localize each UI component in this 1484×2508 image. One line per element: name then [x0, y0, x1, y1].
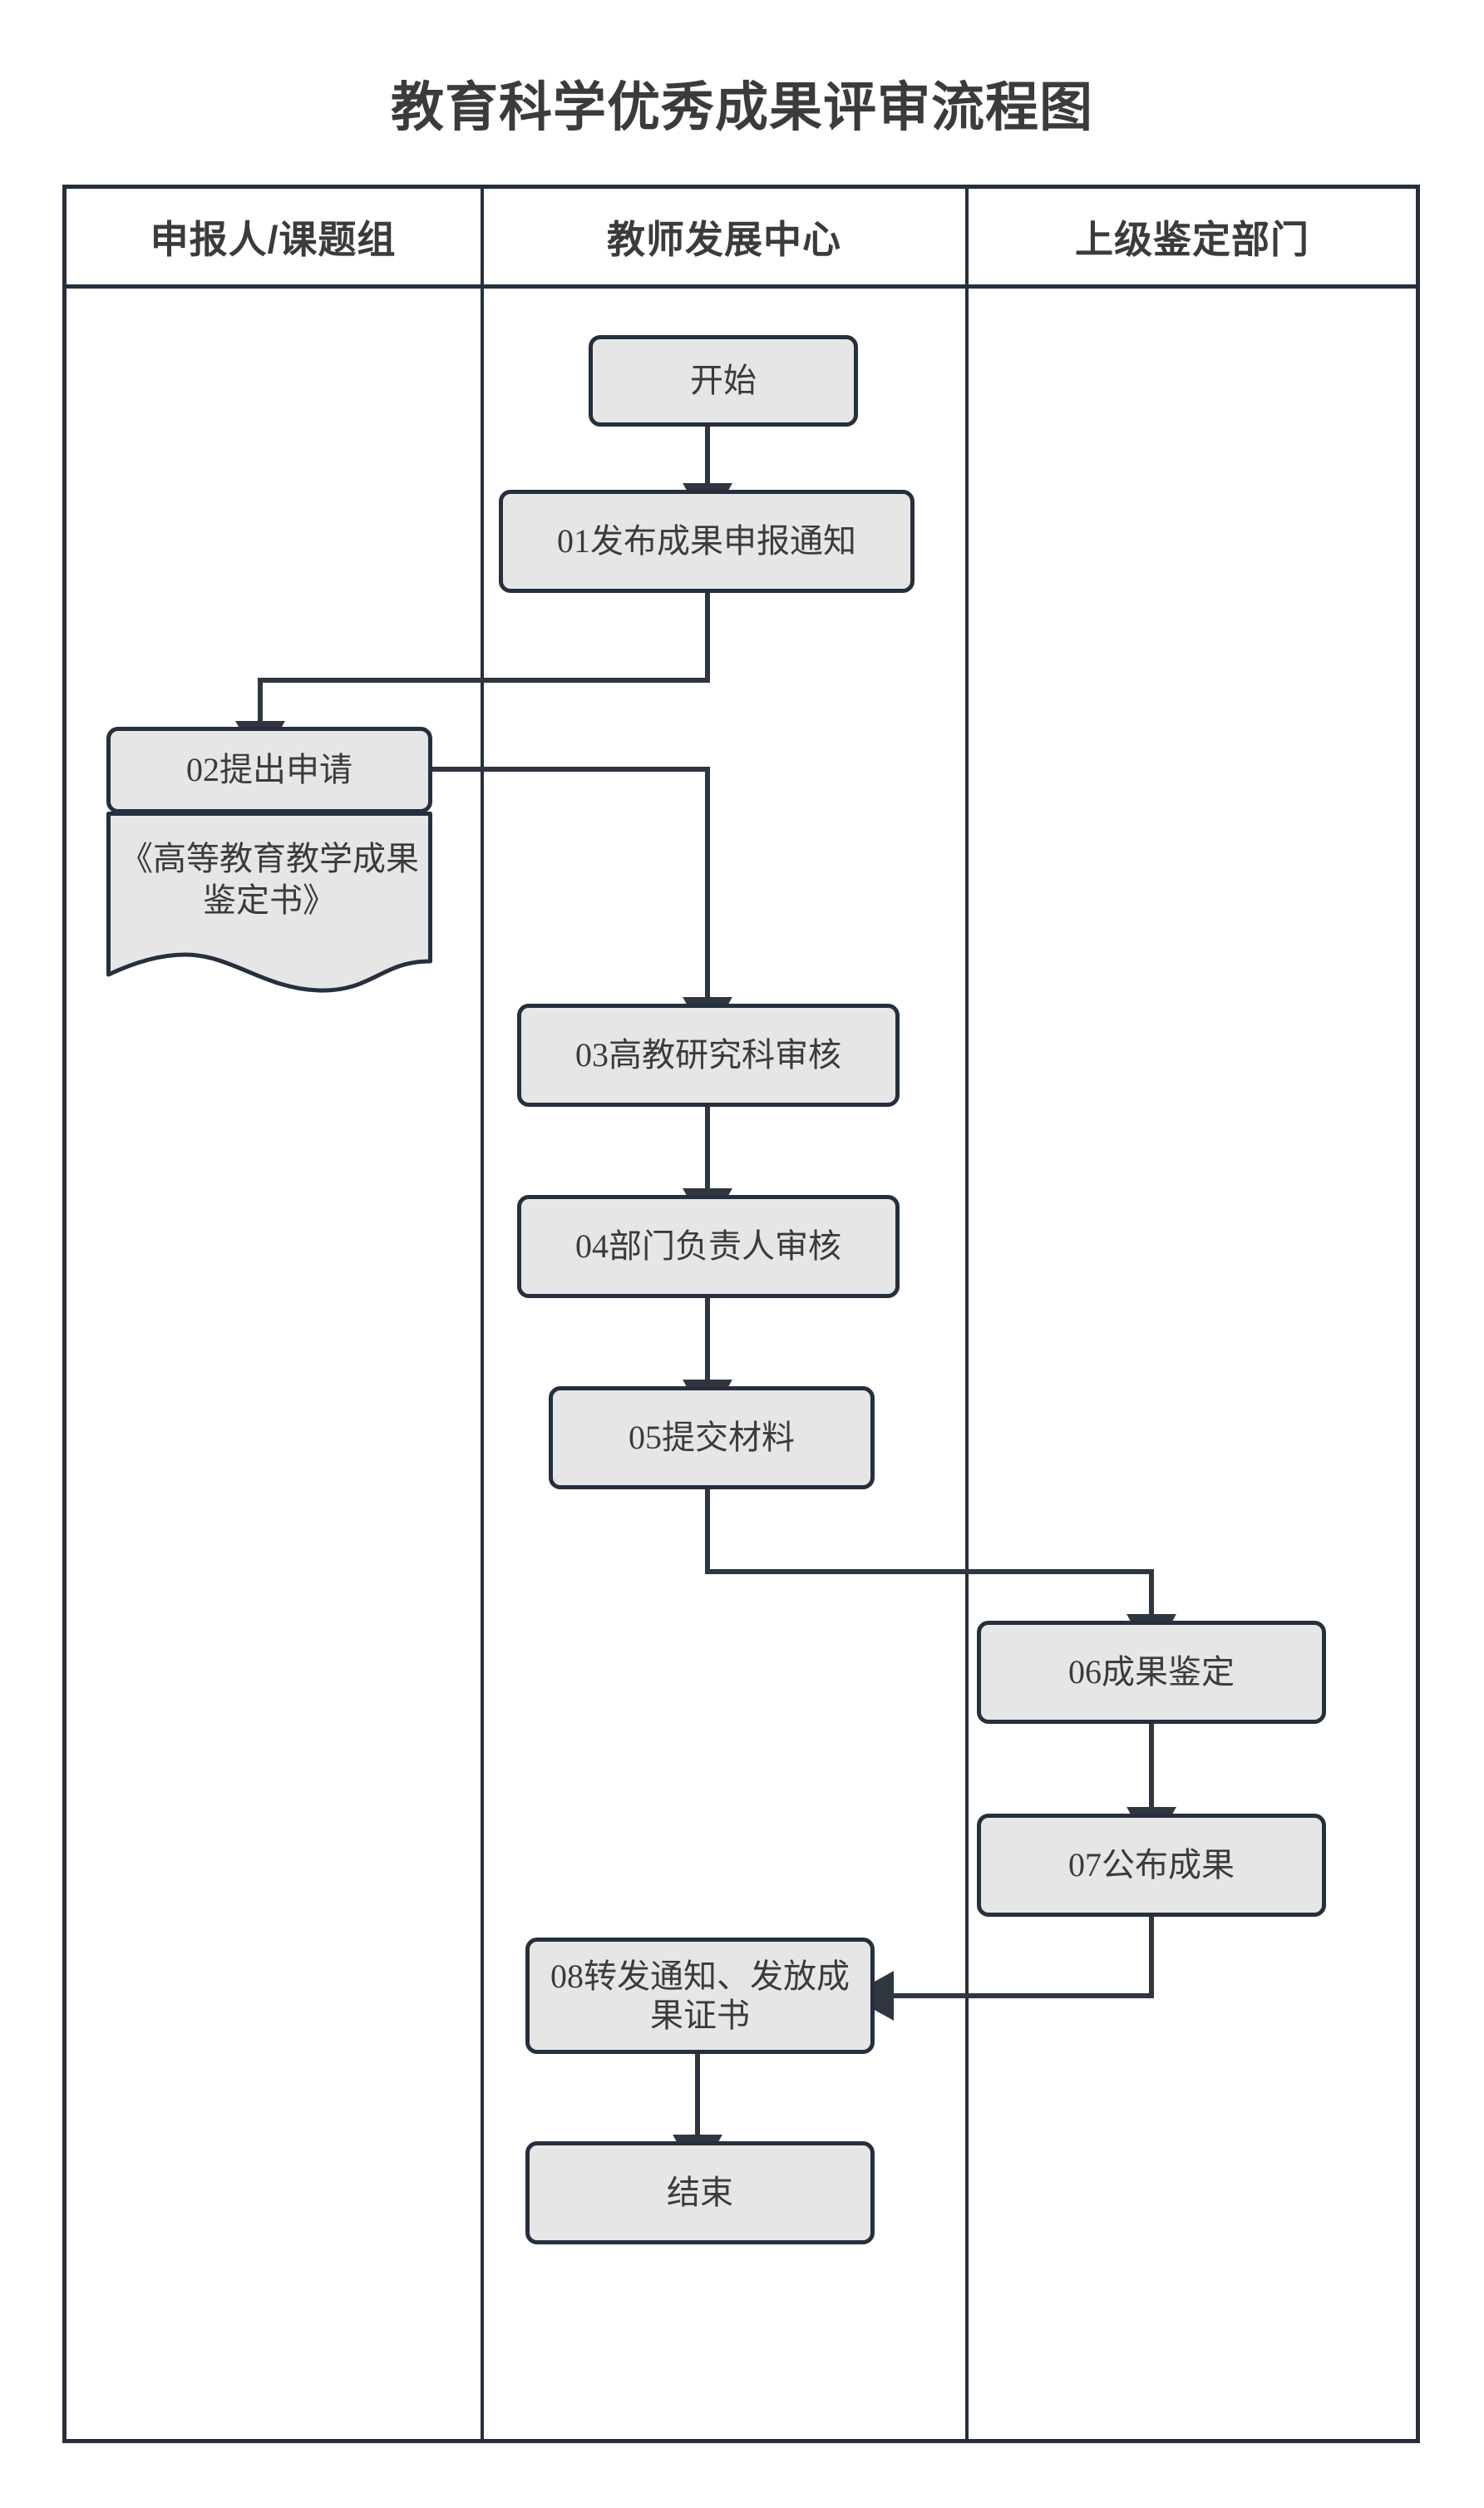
lane-header-applicant: 申报人/课题组 — [150, 217, 397, 261]
node-appraisal-document-label: 《高等教育教学成果鉴定书》 — [120, 840, 419, 919]
node-submit-materials[interactable]: 05提交材料 — [549, 1386, 875, 1489]
node-publish-results[interactable]: 07公布成果 — [977, 1814, 1326, 1917]
node-appraisal-document[interactable]: 《高等教育教学成果鉴定书》 — [106, 812, 432, 995]
lane-divider-1 — [481, 189, 484, 2439]
page-title: 教育科学优秀成果评审流程图 — [391, 77, 1093, 137]
node-start[interactable]: 开始 — [589, 335, 858, 427]
node-department-head-review[interactable]: 04部门负责人审核 — [517, 1195, 900, 1298]
node-submit-application[interactable]: 02提出申请 — [106, 727, 432, 813]
node-publish-notice[interactable]: 01发布成果申报通知 — [499, 490, 915, 593]
lane-header-appraisal-dept: 上级鉴定部门 — [1075, 217, 1309, 261]
node-forward-notice-issue-certificate[interactable]: 08转发通知、发放成果证书 — [525, 1938, 875, 2054]
swimlane-header-row: 申报人/课题组 教师发展中心 上级鉴定部门 — [67, 189, 1416, 289]
lane-divider-2 — [965, 189, 969, 2439]
node-result-appraisal[interactable]: 06成果鉴定 — [977, 1621, 1326, 1724]
lane-header-teacher-center: 教师发展中心 — [607, 217, 841, 261]
node-end[interactable]: 结束 — [525, 2141, 875, 2244]
node-higher-ed-review[interactable]: 03高教研究科审核 — [517, 1004, 900, 1107]
